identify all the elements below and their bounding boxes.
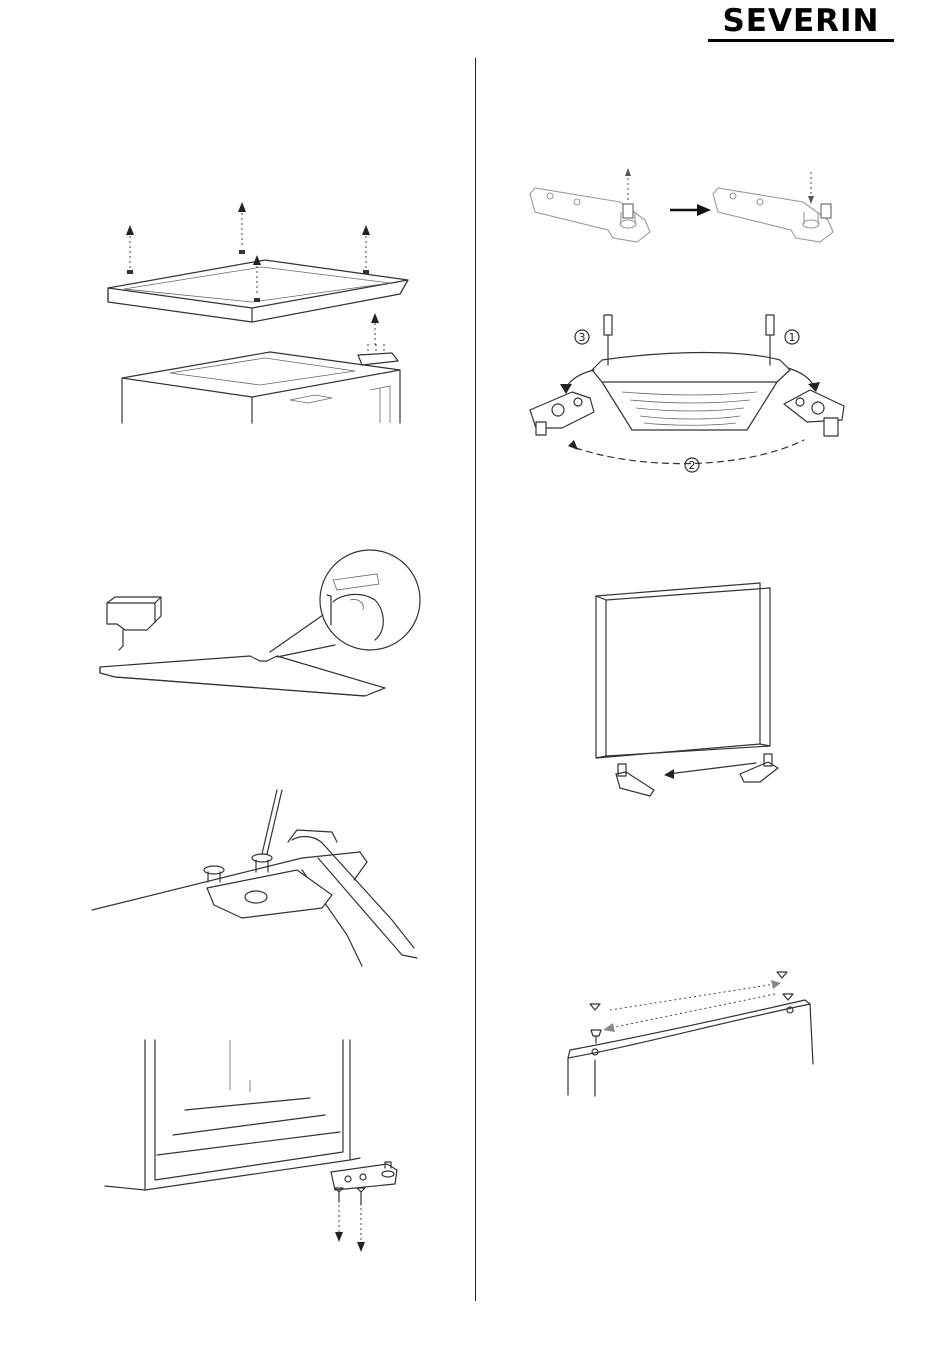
door-plug-drawing: [565, 968, 835, 1098]
cover-bracket-drawing: [95, 540, 395, 700]
brand-logo: SEVERIN: [706, 4, 896, 44]
step-label-2: 2: [685, 458, 699, 472]
svg-text:3: 3: [579, 331, 586, 344]
top-cover-exploded-drawing: [100, 195, 430, 430]
lower-hinge-drawing: [105, 1040, 410, 1255]
door-drawing: [588, 578, 803, 803]
screw-arrows: [126, 202, 379, 345]
brand-name: SEVERIN: [706, 4, 896, 38]
screwdriver-hinge-drawing: [92, 790, 422, 970]
hinge-pin-drawing: [525, 162, 865, 252]
step-label-1: 1: [785, 330, 799, 344]
svg-text:2: 2: [689, 459, 696, 472]
logo-underline: [708, 39, 894, 42]
step-label-3: 3: [575, 330, 589, 344]
column-divider: [475, 58, 476, 1301]
svg-text:1: 1: [789, 331, 796, 344]
rotation-steps-drawing: 3 1 2: [522, 310, 862, 480]
